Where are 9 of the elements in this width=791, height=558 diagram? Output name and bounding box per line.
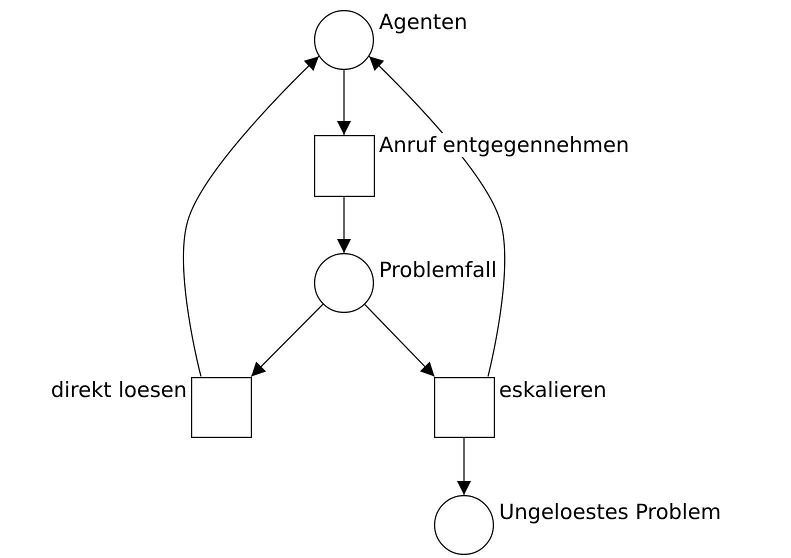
arrow — [364, 304, 435, 377]
arrow — [337, 70, 351, 135]
arrow — [183, 56, 320, 377]
arrow — [457, 438, 471, 495]
arrow — [250, 304, 324, 377]
node-label: Anruf entgegennehmen — [378, 133, 630, 157]
arrow — [368, 56, 506, 377]
arrow — [337, 197, 351, 253]
node-label: Ungeloestes Problem — [498, 500, 722, 524]
